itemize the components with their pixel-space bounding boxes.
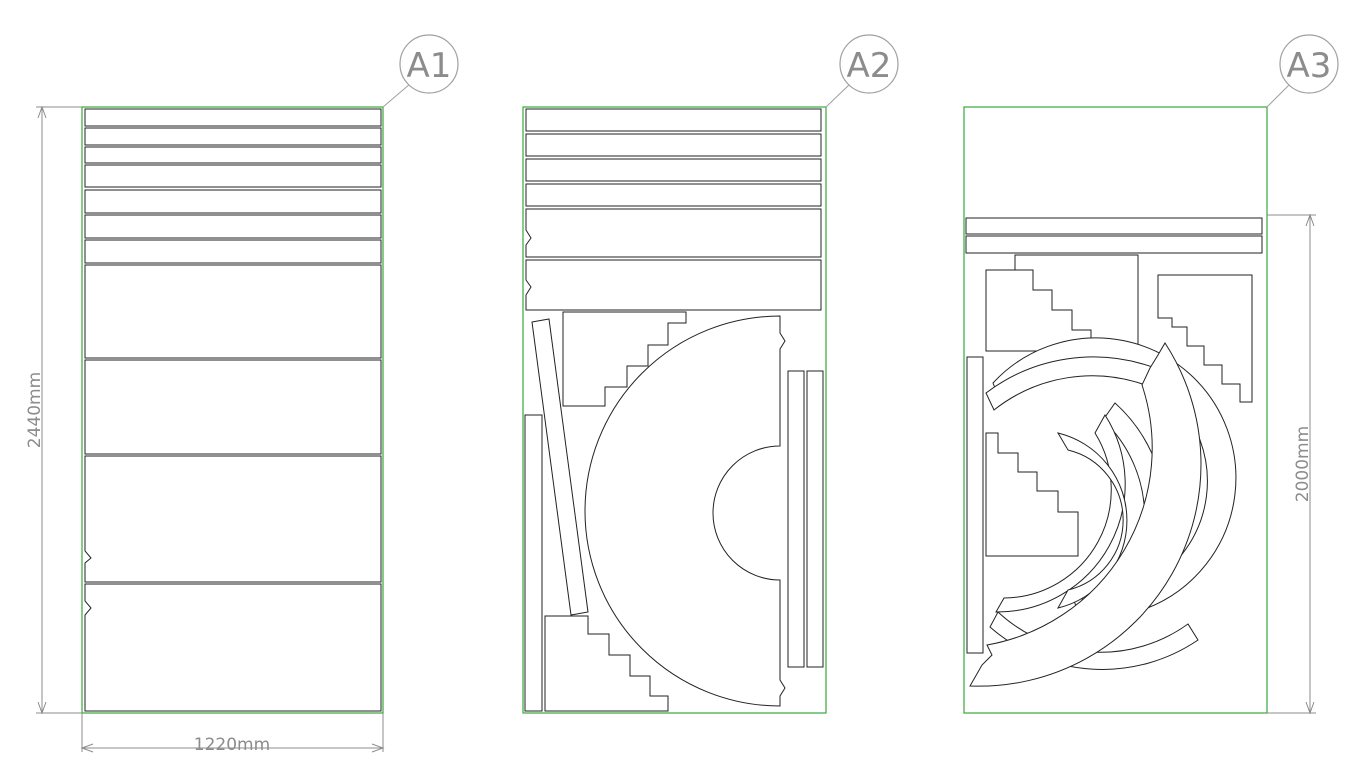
vertical-strip-part — [966, 356, 984, 654]
sheet-outline-a3 — [963, 106, 1268, 714]
callout-leader-a2 — [825, 83, 851, 108]
arrow-icon — [37, 105, 47, 119]
strip-part — [84, 214, 382, 239]
dimension-width: 1220mm — [80, 713, 385, 755]
strip-part — [84, 189, 382, 214]
sheet-a1: A1 2440mm 1220mm — [25, 34, 459, 755]
sheet-callout-a1 — [399, 34, 459, 94]
parts-a1 — [84, 108, 382, 712]
parts-a3 — [965, 217, 1263, 687]
strip-part — [84, 164, 382, 188]
sheet-a3: A3 2000mm — [963, 34, 1339, 715]
strip-part — [525, 133, 822, 157]
arc-ring-part — [992, 337, 1237, 619]
sheet-label-a3: A3 — [1287, 46, 1332, 86]
vertical-strip-part — [806, 370, 824, 668]
callout-leader-a3 — [1266, 83, 1291, 108]
vertical-strip-part — [524, 414, 543, 712]
semicircular-ring-part — [584, 315, 786, 707]
sheet-outline-a1 — [81, 106, 384, 714]
dimension-offcut-height: 2000mm — [1267, 213, 1316, 715]
strip-part — [84, 108, 382, 127]
parts-a2 — [524, 108, 824, 712]
arc-ring-part — [1056, 432, 1128, 609]
notched-panel-part — [84, 455, 382, 583]
vertical-strip-part — [787, 370, 805, 668]
strip-part — [525, 108, 822, 132]
arc-ring-part — [985, 356, 1156, 411]
stair-stringer-part — [985, 432, 1079, 557]
sheet-outline-a2 — [522, 106, 827, 714]
strip-part — [84, 127, 382, 146]
arrow-icon — [1305, 701, 1315, 715]
sheet-a2: A2 — [522, 34, 899, 714]
callout-leader-a1 — [382, 83, 411, 108]
strip-part — [965, 217, 1263, 235]
notched-panel-part — [84, 583, 382, 712]
dimension-height: 2440mm — [25, 105, 82, 715]
arrow-icon — [1305, 213, 1315, 227]
stair-stringer-part — [1157, 274, 1253, 403]
panel-part — [84, 264, 382, 359]
stair-stringer-part — [544, 615, 669, 712]
dimension-label-offcut: 2000mm — [1293, 426, 1313, 502]
notched-panel-part — [525, 259, 822, 311]
sheet-label-a2: A2 — [847, 46, 892, 86]
strip-part — [84, 146, 382, 164]
dimension-label-height: 2440mm — [25, 372, 45, 448]
large-arc-part — [969, 342, 1202, 687]
panel-part — [84, 359, 382, 455]
strip-part — [84, 239, 382, 264]
sheet-label-a1: A1 — [407, 46, 452, 86]
stair-stringer-part — [562, 311, 687, 407]
slanted-strip-part — [531, 318, 589, 616]
strip-part — [525, 158, 822, 182]
arc-ring-part — [995, 414, 1126, 613]
strip-part — [965, 235, 1263, 254]
notched-panel-part — [525, 208, 822, 258]
arrow-icon — [80, 743, 94, 753]
sheet-callout-a2 — [839, 34, 899, 94]
dimension-label-width: 1220mm — [194, 735, 270, 755]
strip-part — [525, 183, 822, 207]
arrow-icon — [37, 701, 47, 715]
sheet-callout-a3 — [1279, 34, 1339, 94]
arrow-icon — [371, 743, 385, 753]
